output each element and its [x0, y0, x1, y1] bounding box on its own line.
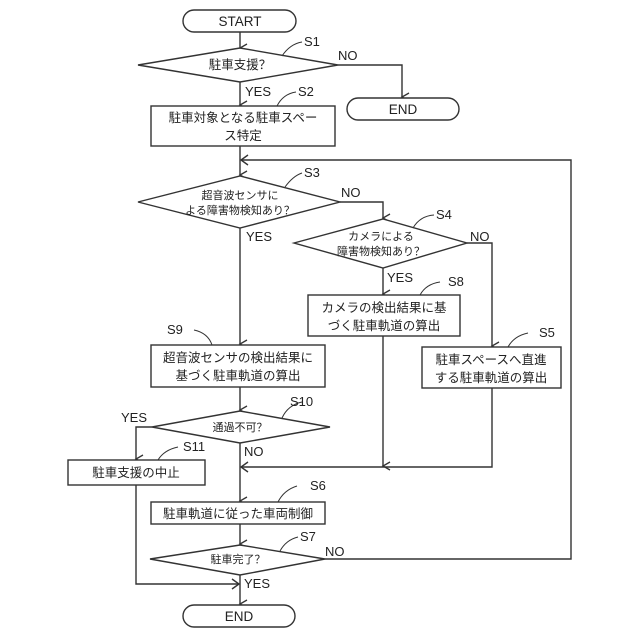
s7-step-label: S7: [300, 529, 316, 544]
s4-text-line2: 障害物検知あり？: [337, 244, 425, 258]
s1-text: 駐車支援？: [209, 57, 272, 72]
s4-no-label: NO: [470, 229, 490, 244]
s7-yes-label: YES: [244, 576, 270, 591]
s1-step-label: S1: [304, 34, 320, 49]
arrow-s10-yes-s11: [136, 427, 152, 459]
end-bottom-label: END: [225, 609, 254, 624]
process-s8: カメラの検出結果に基 づく駐車軌道の算出 S8: [308, 274, 464, 336]
s4-text-line1: カメラによる: [348, 230, 414, 243]
arrow-s3-no-s4: [340, 202, 383, 218]
process-s9: 超音波センサの検出結果に 基づく駐車軌道の算出 S9: [151, 322, 325, 387]
end-top-label: END: [389, 102, 418, 117]
decision-s1: 駐車支援？ S1 NO YES: [138, 34, 358, 99]
s7-text: 駐車完了？: [211, 552, 266, 566]
s6-text: 駐車軌道に従った車両制御: [163, 506, 313, 521]
s11-text: 駐車支援の中止: [92, 465, 180, 480]
s3-no-label: NO: [341, 185, 361, 200]
s10-yes-label: YES: [121, 410, 147, 425]
s8-text-line1: カメラの検出結果に基: [321, 300, 447, 315]
s10-step-label: S10: [290, 394, 313, 409]
s3-yes-label: YES: [246, 229, 272, 244]
s3-step-label: S3: [304, 165, 320, 180]
s2-text-line2: ス特定: [224, 128, 262, 143]
s10-text: 通過不可？: [213, 421, 268, 434]
s5-step-label: S5: [539, 325, 555, 340]
s2-text-line1: 駐車対象となる駐車スペー: [169, 110, 318, 125]
s4-step-label: S4: [436, 207, 452, 222]
decision-s7: 駐車完了？ S7 NO YES: [150, 529, 345, 591]
s2-step-label: S2: [298, 84, 314, 99]
s3-text-line1: 超音波センサに: [202, 188, 279, 202]
s9-step-label: S9: [167, 322, 183, 337]
s5-text-line2: する駐車軌道の算出: [435, 370, 548, 385]
arrow-s1-no-end: [338, 65, 402, 97]
s7-no-label: NO: [325, 544, 345, 559]
s9-text-line1: 超音波センサの検出結果に: [163, 350, 313, 365]
s9-text-line2: 基づく駐車軌道の算出: [175, 368, 300, 383]
s4-yes-label: YES: [387, 270, 413, 285]
end-terminal-bottom: END: [183, 605, 295, 627]
decision-s3: 超音波センサに よる障害物検知あり？ S3 NO YES: [138, 165, 361, 244]
s6-step-label: S6: [310, 478, 326, 493]
s1-no-label: NO: [338, 48, 358, 63]
arrow-s4-no-s5: [467, 243, 492, 346]
s3-text-line2: よる障害物検知あり？: [185, 203, 295, 217]
s1-yes-label: YES: [245, 84, 271, 99]
s10-no-label: NO: [244, 444, 264, 459]
start-terminal: START: [183, 10, 296, 32]
s5-text-line1: 駐車スペースへ直進: [435, 352, 547, 367]
s11-step-label: S11: [183, 439, 205, 454]
decision-s10: 通過不可？ S10 YES NO: [121, 394, 330, 459]
s8-step-label: S8: [448, 274, 464, 289]
end-terminal-top: END: [347, 98, 459, 120]
process-s2: 駐車対象となる駐車スペー ス特定 S2: [151, 84, 335, 146]
s8-text-line2: づく駐車軌道の算出: [328, 318, 441, 333]
start-label: START: [218, 14, 261, 29]
